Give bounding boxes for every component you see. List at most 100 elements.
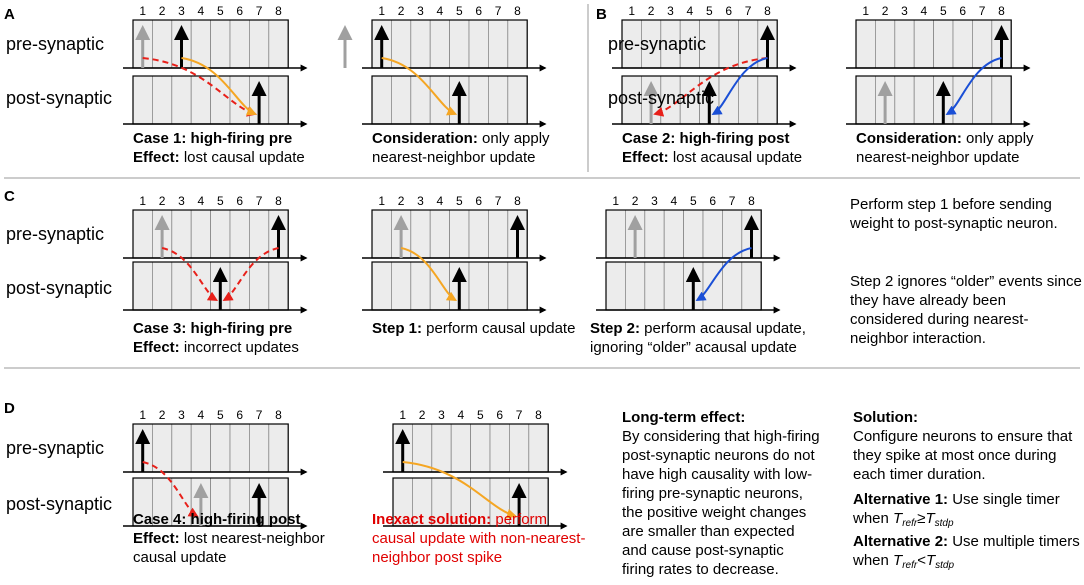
- time-slot: [229, 209, 250, 259]
- slot-number: 6: [236, 194, 243, 208]
- note-solution: Solution: Configure neurons to ensure th…: [853, 409, 1073, 483]
- slot-number: 6: [475, 194, 482, 208]
- slot-number: 5: [706, 4, 713, 18]
- slot-number: 2: [159, 4, 166, 18]
- time-slot: [449, 19, 470, 69]
- time-slot: [449, 209, 470, 259]
- causal-update-arrow: [381, 57, 458, 116]
- caption-step1: Step 1: perform causal update: [372, 320, 576, 337]
- slot-number: 3: [178, 408, 185, 422]
- time-slot: [429, 261, 451, 311]
- slot-number: 4: [671, 194, 678, 208]
- causal-update-arrow: [400, 247, 458, 302]
- slot-number: 6: [725, 4, 732, 18]
- time-slot: [933, 19, 954, 69]
- slot-number: 2: [398, 4, 405, 18]
- time-slot: [702, 209, 723, 259]
- time-slot: [210, 19, 231, 69]
- slot-number: 5: [477, 408, 484, 422]
- time-slot: [190, 209, 211, 259]
- time-slot: [757, 75, 778, 125]
- slot-number: 2: [882, 4, 889, 18]
- acausal-update-arrow: [711, 57, 768, 116]
- note-step1: Perform step 1 before sending weight to …: [850, 196, 1058, 232]
- time-slot: [268, 423, 289, 473]
- slot-number: 8: [748, 194, 755, 208]
- slot-number: 4: [458, 408, 465, 422]
- slot-number: 5: [456, 4, 463, 18]
- panel-letter-b: B: [596, 6, 607, 23]
- time-slot: [487, 261, 509, 311]
- slot-number: 1: [378, 4, 385, 18]
- acausal-update-arrow: [695, 247, 752, 302]
- time-slot: [507, 19, 528, 69]
- slot-number: 5: [217, 4, 224, 18]
- panel-letter-c: C: [4, 188, 15, 205]
- slot-number: 6: [709, 194, 716, 208]
- note-alternative-1: Alternative 1: Use single timer when Tre…: [853, 491, 1060, 529]
- slot-number: 4: [198, 194, 205, 208]
- slot-number: 6: [959, 4, 966, 18]
- causal-update-arrow: [181, 57, 257, 116]
- slot-number: 6: [236, 4, 243, 18]
- slot-number: 7: [256, 194, 263, 208]
- slot-number: 5: [690, 194, 697, 208]
- slot-number: 4: [198, 4, 205, 18]
- time-slot: [248, 209, 270, 259]
- time-slot: [722, 261, 743, 311]
- post-synaptic-timeline: [362, 261, 547, 314]
- time-slot: [855, 19, 876, 69]
- time-slot: [268, 261, 289, 311]
- time-slot: [190, 423, 211, 473]
- pre-synaptic-timeline: [123, 19, 308, 72]
- time-slot: [507, 261, 528, 311]
- slot-number: 3: [667, 4, 674, 18]
- slot-number: 6: [475, 4, 482, 18]
- time-slot: [229, 261, 250, 311]
- time-slot: [952, 19, 973, 69]
- label-pre-a: pre-synaptic: [6, 34, 105, 54]
- time-slot: [625, 261, 646, 311]
- caption-consideration-b: Consideration: only apply nearest-neighb…: [856, 130, 1034, 166]
- time-slot: [468, 19, 489, 69]
- slot-number: 2: [632, 194, 639, 208]
- time-slot: [268, 75, 289, 125]
- time-slot: [605, 209, 626, 259]
- time-slot: [605, 261, 626, 311]
- slot-number: 5: [940, 4, 947, 18]
- time-slot: [913, 75, 935, 125]
- lost-update-arrow: [161, 247, 219, 302]
- time-slot: [487, 209, 509, 259]
- time-slot: [410, 209, 431, 259]
- time-slot: [487, 19, 509, 69]
- slot-number: 5: [456, 194, 463, 208]
- time-slot: [229, 19, 250, 69]
- time-slot: [371, 261, 392, 311]
- time-slot: [450, 423, 472, 473]
- caption-case4: Case 4: high-firing post Effect: lost ne…: [133, 511, 325, 566]
- time-slot: [429, 209, 451, 259]
- caption-case2: Case 2: high-firing post Effect: lost ac…: [622, 130, 803, 166]
- lost-update-arrow: [222, 247, 279, 302]
- time-slot: [210, 75, 231, 125]
- time-slot: [468, 261, 489, 311]
- slot-number: 4: [687, 4, 694, 18]
- time-slot: [171, 75, 192, 125]
- time-slot: [132, 261, 153, 311]
- time-slot: [468, 209, 489, 259]
- time-slot: [913, 19, 935, 69]
- time-slot: [991, 75, 1012, 125]
- slot-number: 2: [159, 408, 166, 422]
- slot-number: 5: [217, 194, 224, 208]
- time-slot: [151, 261, 173, 311]
- time-slot: [410, 261, 431, 311]
